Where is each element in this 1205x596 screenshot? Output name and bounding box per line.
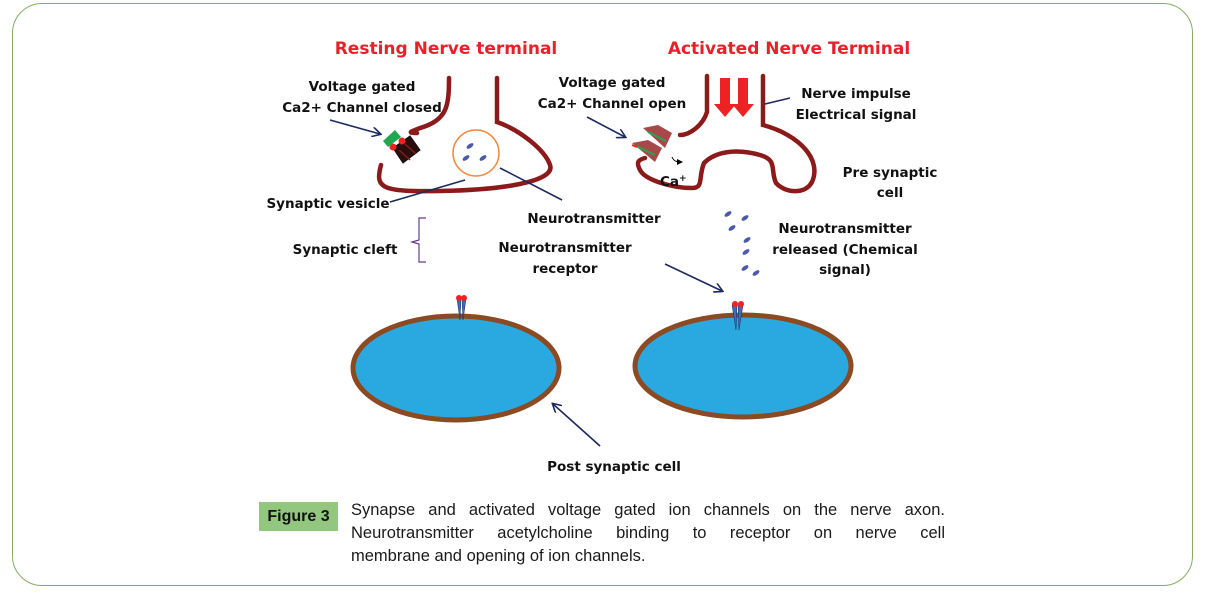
neurotransmitter-released-molecules xyxy=(724,211,760,276)
activated-presynaptic-membrane xyxy=(635,73,817,194)
label-nt-released-3: signal) xyxy=(819,262,871,278)
nerve-impulse-arrows xyxy=(714,78,754,117)
caption-line-3: membrane and opening of ion channels. xyxy=(351,547,646,565)
label-nerve-impulse-1: Nerve impulse xyxy=(801,86,911,102)
channel-open-icon xyxy=(631,125,672,162)
receptor-right-icon xyxy=(731,301,744,331)
synaptic-cleft-brace xyxy=(409,217,426,263)
label-synaptic-vesicle: Synaptic vesicle xyxy=(266,196,389,212)
figure-badge: Figure 3 xyxy=(259,502,338,531)
label-nt-receptor-1: Neurotransmitter xyxy=(498,240,632,256)
post-synaptic-cell-right xyxy=(632,312,854,420)
label-post-synaptic: Post synaptic cell xyxy=(547,459,681,475)
label-channel-open-1: Voltage gated xyxy=(559,75,666,91)
label-pre-synaptic-2: cell xyxy=(877,185,903,201)
caption-line-1: Synapse and activated voltage gated ion … xyxy=(351,501,945,519)
figure-frame xyxy=(12,3,1193,586)
channel-closed-icon xyxy=(383,130,421,164)
label-nt-receptor-2: receptor xyxy=(532,261,597,277)
label-synaptic-cleft: Synaptic cleft xyxy=(293,242,398,258)
receptor-left-icon xyxy=(456,295,467,321)
title-resting: Resting Nerve terminal xyxy=(335,39,558,59)
resting-presynaptic-membrane xyxy=(376,75,553,194)
ca-flow-arrow xyxy=(671,156,683,165)
synaptic-vesicle-icon xyxy=(452,129,500,177)
caption-line-2: Neurotransmitter acetylcholine binding t… xyxy=(351,524,945,542)
label-pre-synaptic-1: Pre synaptic xyxy=(843,165,938,181)
ca-ion-label: Ca+ xyxy=(660,174,687,190)
post-synaptic-cell-left xyxy=(350,313,562,423)
label-nt-released-2: released (Chemical xyxy=(772,242,918,258)
neurotransmitter-molecules-vesicle xyxy=(462,143,487,161)
label-neurotransmitter: Neurotransmitter xyxy=(527,211,661,227)
label-nerve-impulse-2: Electrical signal xyxy=(796,107,917,123)
figure-caption: Synapse and activated voltage gated ion … xyxy=(351,499,945,568)
label-nt-released-1: Neurotransmitter xyxy=(778,221,912,237)
label-channel-closed-2: Ca2+ Channel closed xyxy=(282,100,442,116)
title-activated: Activated Nerve Terminal xyxy=(668,39,910,59)
label-channel-closed-1: Voltage gated xyxy=(309,79,416,95)
label-channel-open-2: Ca2+ Channel open xyxy=(538,96,686,112)
pointer-lines xyxy=(329,97,791,447)
